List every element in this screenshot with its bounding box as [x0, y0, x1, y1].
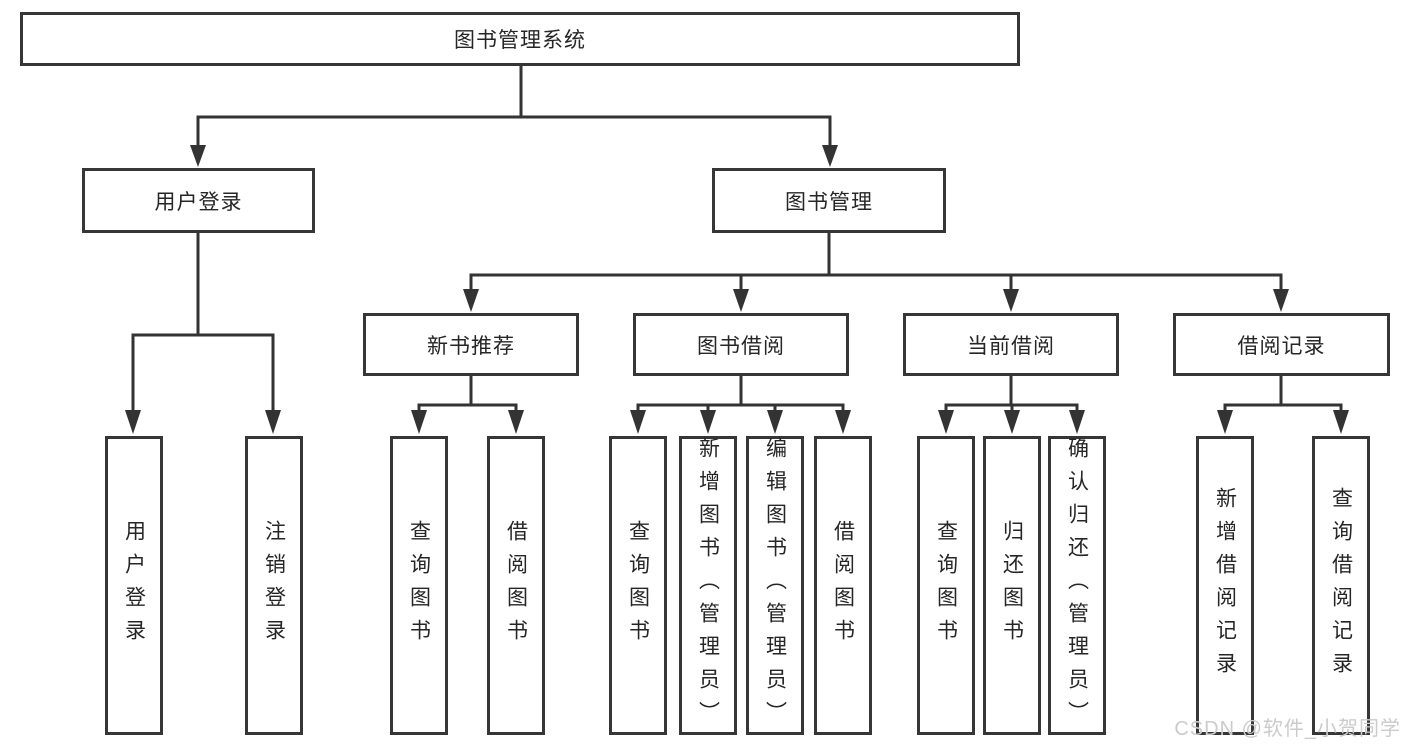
connector-book-borrowing	[630, 376, 851, 434]
leaf-edit-books-admin-label: 编辑图书（管理员）	[763, 437, 787, 734]
connector-user-login	[125, 233, 281, 434]
connector-book-management	[463, 233, 1289, 312]
connector-current-borrowing	[938, 376, 1085, 434]
node-borrowing-records-label: 借阅记录	[1237, 334, 1326, 358]
leaf-query-borrow-record-label: 查询借阅记录	[1329, 486, 1353, 685]
leaf-query-books-current-label: 查询图书	[934, 519, 958, 652]
leaf-return-books: 归还图书	[983, 436, 1041, 735]
leaf-query-books-current: 查询图书	[917, 436, 975, 735]
node-user-login-label: 用户登录	[154, 190, 243, 214]
leaf-return-books-label: 归还图书	[1000, 519, 1024, 652]
watermark: CSDN @软件_小贺同学	[1174, 718, 1401, 740]
leaf-confirm-return-admin: 确认归还（管理员）	[1048, 436, 1106, 735]
node-current-borrowing-label: 当前借阅	[967, 334, 1055, 358]
leaf-borrow-books: 借阅图书	[814, 436, 872, 735]
node-book-management-label: 图书管理	[785, 190, 873, 214]
node-book-borrowing-label: 图书借阅	[697, 334, 785, 358]
leaf-query-borrow-record: 查询借阅记录	[1312, 436, 1370, 735]
leaf-query-books-borrow: 查询图书	[609, 436, 667, 735]
connector-root	[190, 64, 838, 167]
leaf-add-books-admin: 新增图书（管理员）	[679, 436, 737, 735]
leaf-query-books-recommend-label: 查询图书	[407, 519, 431, 652]
leaf-add-books-admin-label: 新增图书（管理员）	[696, 437, 720, 734]
leaf-logout: 注销登录	[245, 436, 303, 735]
connector-new-book-recommend	[411, 376, 524, 434]
leaf-user-login: 用户登录	[105, 436, 163, 735]
leaf-query-books-recommend: 查询图书	[390, 436, 448, 735]
leaf-confirm-return-admin-label: 确认归还（管理员）	[1065, 437, 1089, 734]
leaf-add-borrow-record-label: 新增借阅记录	[1213, 486, 1237, 685]
leaf-logout-label: 注销登录	[262, 519, 286, 652]
leaf-borrow-books-recommend-label: 借阅图书	[504, 519, 528, 652]
leaf-user-login-label: 用户登录	[122, 519, 146, 652]
connector-borrowing-records	[1217, 376, 1349, 434]
node-borrowing-records: 借阅记录	[1173, 313, 1390, 376]
leaf-add-borrow-record: 新增借阅记录	[1196, 436, 1254, 735]
node-book-borrowing: 图书借阅	[633, 313, 849, 376]
leaf-edit-books-admin: 编辑图书（管理员）	[746, 436, 804, 735]
leaf-borrow-books-recommend: 借阅图书	[487, 436, 545, 735]
node-new-book-recommend: 新书推荐	[363, 313, 579, 376]
node-user-login: 用户登录	[82, 168, 315, 233]
node-current-borrowing: 当前借阅	[903, 313, 1119, 376]
leaf-borrow-books-label: 借阅图书	[831, 519, 855, 652]
node-library-system: 图书管理系统	[20, 12, 1020, 66]
node-library-system-label: 图书管理系统	[454, 29, 586, 52]
node-book-management: 图书管理	[712, 168, 946, 233]
leaf-query-books-borrow-label: 查询图书	[626, 519, 650, 652]
node-new-book-recommend-label: 新书推荐	[427, 334, 515, 358]
